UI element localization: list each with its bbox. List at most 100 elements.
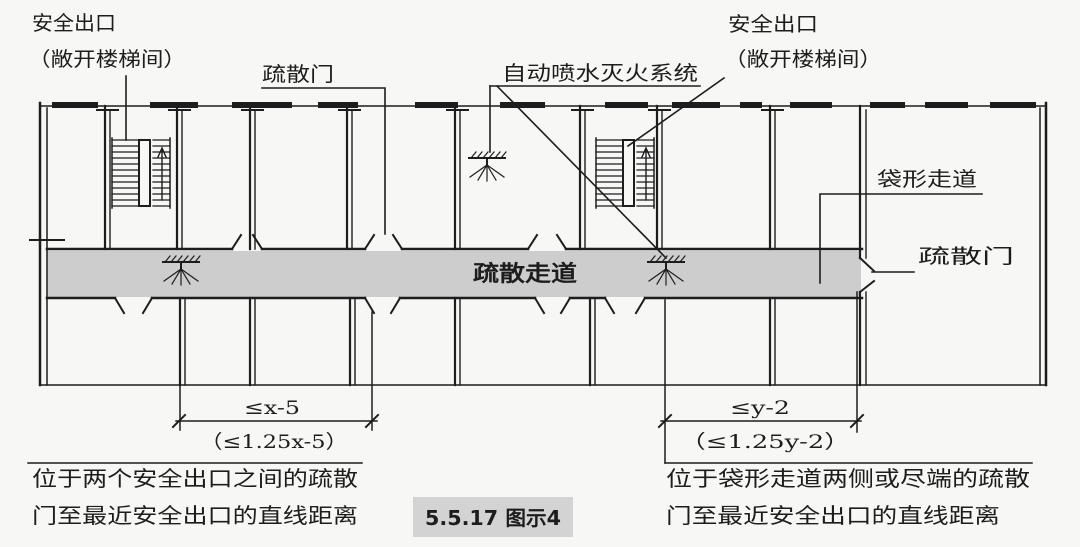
dimension-left-sprinkler-value: （≤1.25x-5） bbox=[200, 431, 348, 453]
label-exit-left-sub: （敞开楼梯间） bbox=[28, 47, 186, 71]
sprinkler-hatch bbox=[667, 255, 674, 263]
stairwell-left bbox=[111, 137, 171, 209]
dimension-left-value: ≤x-5 bbox=[244, 397, 300, 419]
window-mark bbox=[232, 102, 292, 108]
dimension-left bbox=[27, 311, 380, 464]
window-mark bbox=[672, 102, 720, 108]
sprinkler-hatch bbox=[176, 255, 183, 263]
sprinkler-hatch bbox=[661, 255, 668, 263]
sprinkler-spray bbox=[665, 268, 684, 282]
label-exit-right: 安全出口 bbox=[728, 12, 818, 36]
evacuation-corridor-fill bbox=[47, 251, 861, 297]
stair-well bbox=[622, 139, 635, 207]
label-dead-end-corridor: 袋形走道 bbox=[877, 167, 977, 191]
sprinkler-spray bbox=[180, 268, 191, 285]
window-mark bbox=[318, 102, 358, 108]
caption-left-line2: 门至最近安全出口的直线距离 bbox=[32, 504, 358, 528]
sprinkler-hatch bbox=[170, 255, 177, 263]
evacuation-doors bbox=[113, 233, 647, 315]
upper-room-partitions bbox=[96, 104, 784, 251]
stairwell-right bbox=[595, 137, 655, 209]
caption-right-line1: 位于袋形走道两侧或尽端的疏散 bbox=[666, 467, 1030, 491]
exit-right-leader bbox=[626, 76, 726, 148]
window-mark bbox=[990, 102, 1036, 108]
door-leaf bbox=[533, 296, 546, 315]
sprinkler-spray bbox=[656, 268, 667, 285]
label-sprinkler-system: 自动喷水灭火系统 bbox=[502, 61, 698, 85]
door-leaf bbox=[251, 233, 264, 251]
sprinkler-hatch bbox=[500, 151, 507, 159]
sprinkler-heads bbox=[162, 151, 686, 286]
sprinkler-hatch bbox=[182, 255, 189, 263]
caption-right-line2: 门至最近安全出口的直线距离 bbox=[666, 504, 1000, 528]
sprinkler-hatch bbox=[488, 151, 495, 159]
label-exit-left: 安全出口 bbox=[32, 11, 116, 35]
open-stairwells bbox=[111, 137, 655, 209]
window-marks bbox=[52, 102, 1036, 108]
sprinkler-hatch bbox=[649, 255, 656, 263]
door-leaf bbox=[113, 296, 126, 315]
sprinkler-hatch bbox=[164, 255, 171, 263]
window-mark bbox=[52, 102, 98, 108]
label-evacuation-corridor: 疏散走道 bbox=[473, 261, 577, 287]
label-door-top: 疏散门 bbox=[262, 62, 334, 86]
door-leaf bbox=[230, 233, 243, 251]
sprinkler-spray bbox=[486, 164, 505, 178]
corridor-walls bbox=[45, 247, 864, 300]
window-mark bbox=[605, 102, 648, 108]
door-leaf bbox=[634, 296, 647, 315]
leader-lines bbox=[125, 75, 983, 284]
sprinkler-spray bbox=[486, 164, 497, 181]
dimension-tick bbox=[849, 413, 865, 429]
dimension-right-sprinkler-value: （≤1.25y-2） bbox=[680, 431, 850, 453]
dead-end-wall bbox=[858, 104, 876, 387]
window-mark bbox=[150, 102, 198, 108]
dimension-tick bbox=[364, 413, 380, 429]
window-mark bbox=[925, 102, 968, 108]
sprinkler-leader-diagonal bbox=[495, 84, 668, 260]
door-leaf bbox=[363, 296, 376, 315]
door-leaf bbox=[391, 233, 404, 251]
sprinkler-hatch bbox=[476, 151, 483, 159]
sprinkler-hatch bbox=[673, 255, 680, 263]
stair-arrow-head bbox=[157, 146, 167, 158]
sprinkler-spray bbox=[477, 164, 488, 181]
sprinkler-hatch bbox=[188, 255, 195, 263]
sprinkler-hatch bbox=[470, 151, 477, 159]
figure-title-box bbox=[413, 497, 573, 537]
dead-end-leader bbox=[819, 193, 983, 284]
stair-arrow-head bbox=[641, 146, 651, 158]
door-leaf bbox=[603, 296, 616, 315]
dimension-tick bbox=[657, 413, 673, 429]
sprinkler-spray bbox=[665, 268, 676, 285]
sprinkler-spray bbox=[180, 268, 199, 282]
sprinkler-spray bbox=[469, 164, 488, 178]
sprinkler-hatch bbox=[482, 151, 489, 159]
door-leaf bbox=[559, 296, 572, 315]
sprinkler-head-icon bbox=[162, 255, 201, 286]
door-top-leader bbox=[261, 87, 386, 235]
door-leaf bbox=[389, 296, 402, 315]
dimension-right bbox=[657, 291, 1033, 464]
figure-title: 5.5.17 图示4 bbox=[425, 506, 561, 530]
label-door-right: 疏散门 bbox=[918, 244, 1014, 268]
dimension-right-value: ≤y-2 bbox=[730, 397, 790, 419]
door-leaf bbox=[526, 233, 539, 251]
lower-room-partitions bbox=[178, 296, 776, 387]
sprinkler-hatch bbox=[494, 151, 501, 159]
door-leaf bbox=[363, 233, 376, 251]
end-door-leaf bbox=[858, 279, 876, 294]
sprinkler-spray bbox=[648, 268, 667, 282]
sprinkler-spray bbox=[163, 268, 182, 282]
caption-left-line1: 位于两个安全出口之间的疏散 bbox=[32, 467, 358, 491]
window-mark bbox=[415, 102, 458, 108]
stair-well bbox=[138, 139, 151, 207]
sprinkler-head-icon bbox=[647, 255, 686, 286]
end-door-leaf bbox=[858, 256, 876, 273]
window-mark bbox=[790, 102, 832, 108]
sprinkler-hatch bbox=[679, 255, 686, 263]
sprinkler-head-icon bbox=[468, 151, 507, 182]
sprinkler-hatch bbox=[655, 255, 662, 263]
door-leaf bbox=[555, 233, 568, 251]
